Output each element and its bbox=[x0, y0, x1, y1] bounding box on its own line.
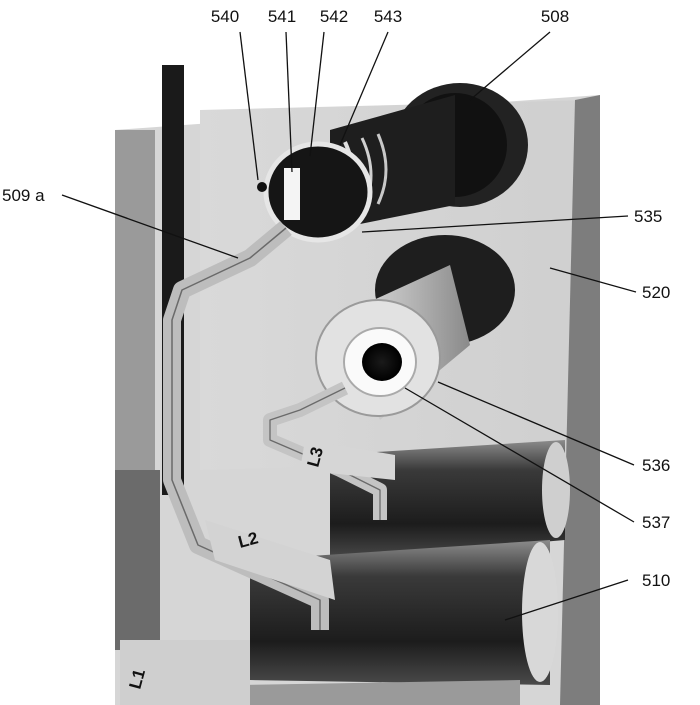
label-l1: L1 bbox=[126, 667, 149, 691]
plate-edge bbox=[560, 95, 600, 705]
leader-lines bbox=[61, 31, 637, 621]
leader-520 bbox=[549, 267, 637, 293]
ring-543-c bbox=[376, 133, 388, 205]
leader-543 bbox=[339, 31, 389, 146]
l3-bracket bbox=[300, 440, 395, 480]
upper-lower-roll-end bbox=[542, 442, 570, 538]
numeral-536: 536 bbox=[642, 456, 670, 475]
leader-537 bbox=[404, 387, 635, 523]
leader-535 bbox=[361, 215, 629, 233]
leader-510 bbox=[504, 579, 629, 621]
guide-bar-l3-edge bbox=[269, 387, 381, 520]
numeral-535: 535 bbox=[634, 207, 662, 226]
leader-536 bbox=[437, 381, 635, 466]
label-l2: L2 bbox=[236, 528, 260, 551]
leader-542 bbox=[309, 31, 325, 157]
numeral-541: 541 bbox=[268, 7, 296, 26]
leader-508 bbox=[469, 31, 551, 101]
numeral-543: 543 bbox=[374, 7, 402, 26]
numeral-542: 542 bbox=[320, 7, 348, 26]
bottom-roll bbox=[240, 680, 520, 705]
leader-540 bbox=[239, 31, 259, 181]
roll-510-end bbox=[522, 542, 558, 682]
label-l3: L3 bbox=[304, 445, 327, 469]
numeral-537: 537 bbox=[642, 513, 670, 532]
leader-541 bbox=[285, 31, 293, 173]
floor-plate bbox=[120, 640, 250, 705]
pin-540 bbox=[257, 182, 267, 192]
numeral-508: 508 bbox=[541, 7, 569, 26]
plate-541 bbox=[284, 168, 300, 220]
frame-lower bbox=[115, 470, 160, 650]
l2-bracket bbox=[205, 520, 335, 600]
numeral-540: 540 bbox=[211, 7, 239, 26]
numeral-520: 520 bbox=[642, 283, 670, 302]
numeral-509a: 509 a bbox=[2, 186, 45, 205]
guide-bar-509a-edge bbox=[171, 227, 321, 630]
leader-509a bbox=[61, 194, 239, 259]
roll-hub bbox=[362, 343, 402, 381]
numeral-510: 510 bbox=[642, 571, 670, 590]
